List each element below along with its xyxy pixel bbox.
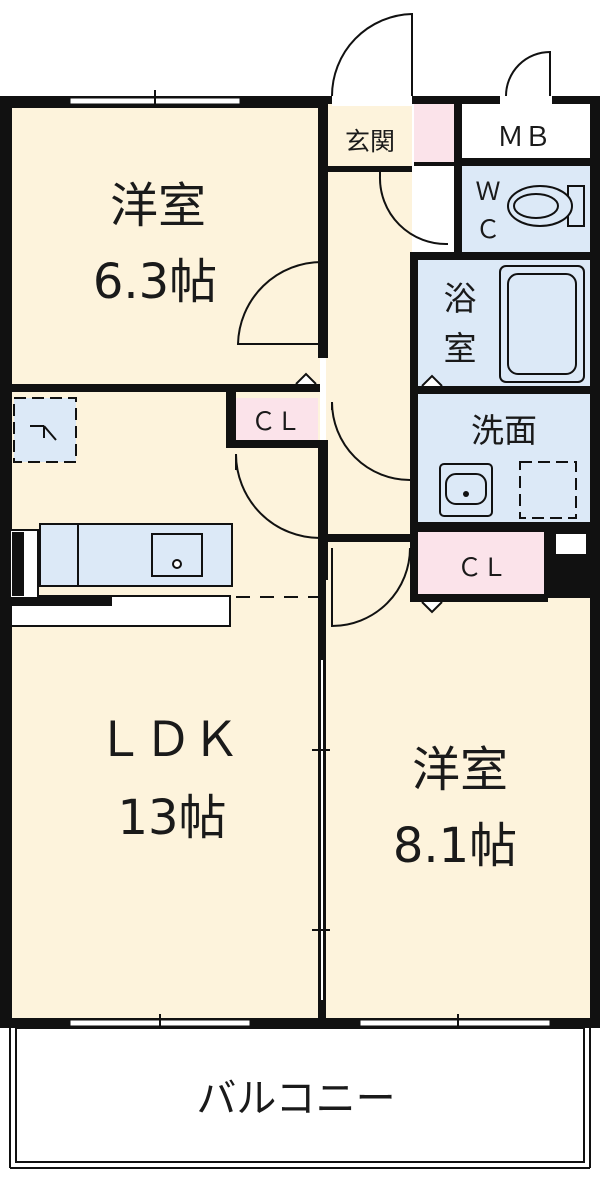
western-room-2-floor [326, 540, 590, 1022]
western-room-1-size: 6.3帖 [93, 254, 217, 310]
bathroom-label-2: 室 [444, 329, 477, 368]
closet-2-floor [418, 532, 546, 596]
balcony-label: バルコニー [196, 1076, 395, 1122]
kitchen-sink [151, 533, 203, 577]
balcony-area [15, 1027, 585, 1163]
bathroom-label-1: 浴 [444, 279, 477, 318]
entrance-step [414, 104, 454, 166]
meter-box-label: ＭＢ [497, 122, 551, 153]
ldk-name: ＬＤＫ [96, 712, 240, 768]
closet-1-floor [236, 398, 318, 440]
toilet-label-w: Ｗ [475, 177, 500, 206]
western-room-1-floor [10, 104, 320, 390]
ldk-floor [10, 390, 320, 1022]
toilet-fixture [507, 185, 585, 227]
entrance-label: 玄関 [345, 127, 395, 156]
western-room-2-name: 洋室 [412, 742, 508, 798]
closet-2-label: ＣＬ [457, 553, 507, 582]
laundry-pan [519, 461, 577, 519]
kitchen-counter [39, 523, 233, 587]
ldk-size: 13帖 [117, 790, 226, 846]
meter-box-floor [460, 104, 590, 160]
western-room-1-name: 洋室 [110, 178, 206, 234]
toilet-label-c: Ｃ [475, 215, 500, 244]
closet-1-label: ＣＬ [251, 407, 301, 436]
western-room-2-size: 8.1帖 [393, 818, 517, 874]
washroom-label: 洗面 [471, 411, 537, 450]
